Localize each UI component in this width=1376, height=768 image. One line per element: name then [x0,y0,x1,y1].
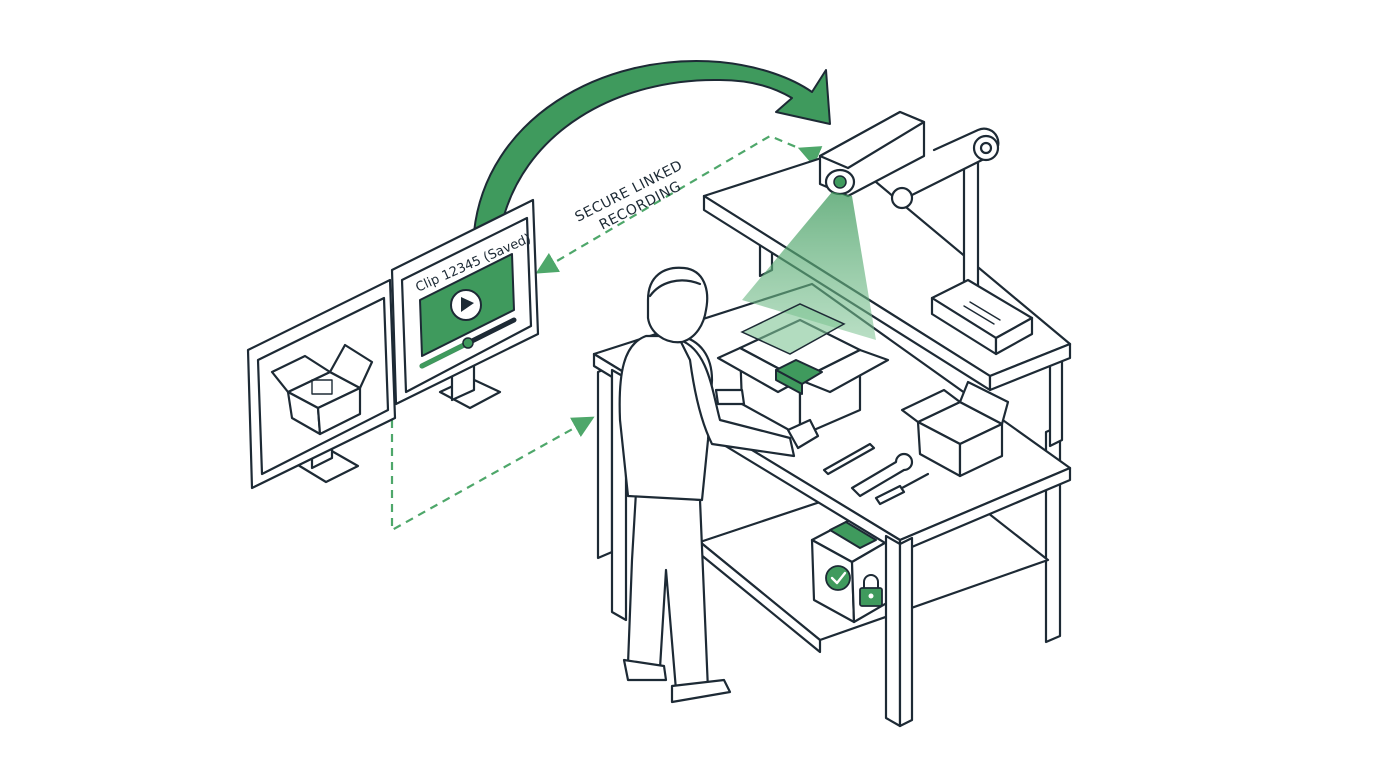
box-thumbnail [270,343,374,436]
security-camera-icon [818,110,1000,210]
tool-tray [930,278,1034,356]
transfer-arrow [473,60,831,233]
link-lines [390,134,823,532]
check-icon [825,565,851,591]
play-icon [450,289,482,321]
pen-icon [822,442,876,476]
monitor-right: Clip 12345 (Saved) [390,198,540,410]
wrench-icon [850,452,914,498]
monitor-left [246,278,397,490]
secure-linked-label: SECURE LINKED RECORDING [573,158,686,234]
camera-beam [742,192,876,340]
playback-progress [419,317,517,369]
lock-icon [859,574,883,607]
spare-box [900,380,1010,478]
screwdriver-icon [874,472,930,506]
worker [618,266,820,704]
